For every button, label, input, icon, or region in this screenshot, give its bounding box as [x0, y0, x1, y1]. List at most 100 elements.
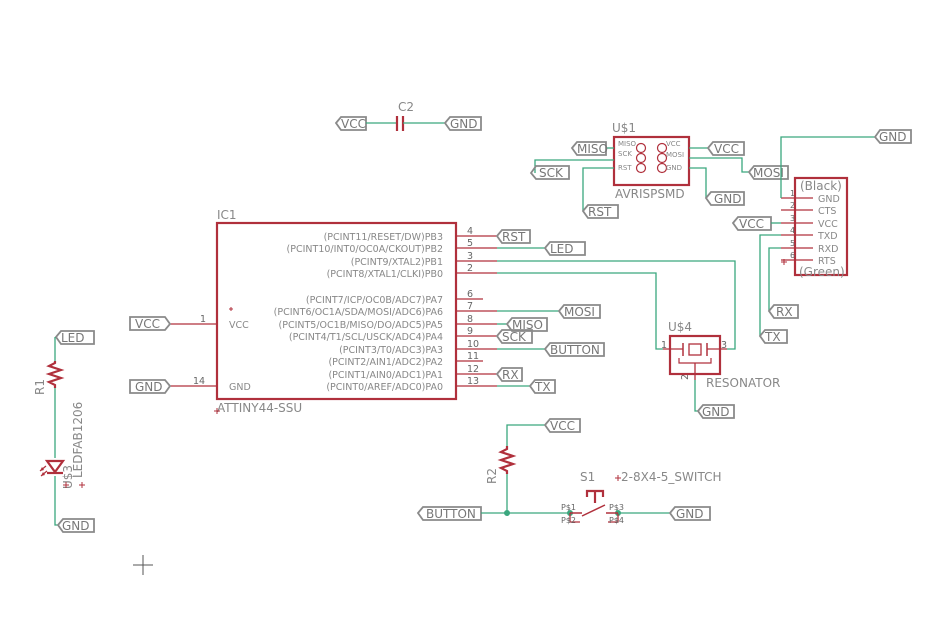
svg-text:GND: GND	[676, 507, 704, 521]
resonator-us4[interactable]: U$4 RESONATOR 1 3 2	[661, 320, 780, 390]
svg-text:4: 4	[790, 226, 795, 235]
ic1-value: ATTINY44-SSU	[217, 401, 302, 415]
net-label-sck-ic1[interactable]: SCK	[495, 329, 533, 344]
us1-value: AVRISPSMD	[615, 187, 685, 201]
svg-text:GND: GND	[62, 519, 90, 533]
ic1-pin-num-14: 14	[193, 376, 205, 387]
svg-text:RX: RX	[502, 368, 519, 382]
r2-ref: R2	[485, 468, 499, 484]
svg-text:RST: RST	[618, 164, 632, 172]
switch-s1[interactable]: S1 2-8X4-5_SWITCH P$1 P$2 P$3 P$4	[561, 470, 721, 525]
us4-value: RESONATOR	[706, 376, 780, 390]
us4-pin-num-2: 2	[680, 374, 691, 380]
net-label-button-s1[interactable]: BUTTON	[416, 506, 482, 521]
net-label-gnd-ftdi[interactable]: GND	[873, 129, 912, 144]
svg-text:VCC: VCC	[818, 219, 838, 230]
ic1-attiny44[interactable]: IC1 ATTINY44-SSU VCC GND 1 14 (PCINT11/R…	[170, 208, 497, 415]
capacitor-c2[interactable]: VCC GND C2	[334, 100, 482, 131]
ic1-pin-num: 9	[467, 326, 473, 337]
ic1-ref: IC1	[217, 208, 237, 222]
svg-text:GND: GND	[666, 164, 682, 172]
ic1-pin-name: (PCINT8/XTAL1/CLKI)PB0	[327, 269, 443, 280]
net-label-tx-ftdi[interactable]: TX	[758, 329, 788, 344]
net-label-led-r1[interactable]: LED	[54, 330, 95, 345]
svg-text:P$4: P$4	[609, 516, 624, 525]
ic1-pin-name: (PCINT2/AIN1/ADC2)PA2	[328, 357, 443, 368]
ic1-pin-name: (PCINT10/INT0/OC0A/CKOUT)PB2	[287, 244, 443, 255]
net-label-miso-us1[interactable]: MISO	[570, 141, 608, 156]
svg-text:GND: GND	[702, 405, 730, 419]
svg-text:MISO: MISO	[618, 140, 637, 148]
net-label-gnd-led[interactable]: GND	[56, 518, 95, 533]
svg-text:P$3: P$3	[609, 503, 624, 512]
net-label-gnd-s1[interactable]: GND	[668, 506, 711, 521]
s1-ref: S1	[580, 470, 595, 484]
svg-text:3: 3	[790, 214, 795, 223]
net-label-sck-us1[interactable]: SCK	[529, 165, 570, 180]
svg-text:RXD: RXD	[818, 244, 838, 255]
net-label-rx-ftdi[interactable]: RX	[767, 304, 799, 319]
ic1-pin-num: 7	[467, 301, 473, 312]
resistor-r1[interactable]: R1	[33, 361, 65, 395]
net-label-vcc-us1[interactable]: VCC	[706, 141, 745, 156]
net-label-button-ic1[interactable]: BUTTON	[543, 342, 605, 357]
net-label-mosi-ic1[interactable]: MOSI	[557, 304, 601, 319]
net-label-gnd-ic1[interactable]: GND	[129, 379, 172, 394]
net-label-vcc-ftdi[interactable]: VCC	[731, 216, 772, 231]
ic1-pin-vcc: VCC	[229, 320, 249, 331]
ic1-pin-name: (PCINT11/RESET/DW)PB3	[324, 232, 443, 243]
svg-text:VCC: VCC	[714, 142, 739, 156]
isp-header-us1[interactable]: U$1 AVRISPSMD MISO SCK RST VCC MOSI GND	[612, 121, 691, 201]
ic1-pin-name: (PCINT9/XTAL2)PB1	[351, 257, 443, 268]
svg-text:MOSI: MOSI	[753, 166, 784, 180]
svg-text:2: 2	[790, 201, 795, 210]
net-label-mosi-us1[interactable]: MOSI	[747, 165, 789, 180]
ftdi-label-green: (Green)	[799, 265, 845, 279]
svg-text:GND: GND	[879, 130, 907, 144]
svg-text:VCC: VCC	[550, 419, 575, 433]
us3-ref: U$3	[61, 465, 75, 489]
svg-text:GND: GND	[135, 380, 163, 394]
ftdi-header[interactable]: (Black) (Green) 1 2 3 4 5 6 GND CTS VCC …	[781, 176, 849, 279]
ic1-pin-num: 12	[467, 364, 479, 375]
ic1-pin-num: 10	[467, 339, 479, 350]
svg-text:RST: RST	[502, 230, 526, 244]
net-label-led-ic1[interactable]: LED	[543, 241, 586, 256]
svg-text:5: 5	[790, 239, 795, 248]
ic1-pin-num: 3	[467, 251, 473, 262]
ic1-pin-num-1: 1	[200, 314, 206, 325]
resistor-r2[interactable]: R2	[485, 446, 517, 484]
crosshair-cursor-icon	[133, 555, 153, 575]
net-label-rx-ic1[interactable]: RX	[495, 367, 523, 382]
svg-text:TX: TX	[764, 330, 781, 344]
us3-value: LEDFAB1206	[71, 402, 85, 478]
svg-text:BUTTON: BUTTON	[426, 507, 476, 521]
ic1-pin-name: (PCINT1/AIN0/ADC1)PA1	[328, 370, 443, 381]
net-label-gnd-us4[interactable]: GND	[696, 404, 735, 419]
svg-text:VCC: VCC	[666, 140, 681, 148]
ic1-pin-num: 6	[467, 289, 473, 300]
net-label-vcc-r2[interactable]: VCC	[543, 418, 581, 433]
svg-text:TXD: TXD	[817, 231, 838, 242]
led-us3[interactable]: U$3 LEDFAB1206	[39, 402, 85, 489]
net-label-rst-ic1[interactable]: RST	[495, 229, 531, 244]
svg-text:VCC: VCC	[739, 217, 764, 231]
ic1-pin-name: (PCINT3/T0/ADC3)PA3	[339, 345, 443, 356]
svg-text:SCK: SCK	[618, 150, 632, 158]
net-label-rst-us1[interactable]: RST	[581, 204, 619, 219]
net-label-tx-ic1[interactable]: TX	[528, 379, 556, 394]
svg-text:P$2: P$2	[561, 516, 576, 525]
ic1-pin-num: 2	[467, 263, 473, 274]
svg-text:P$1: P$1	[561, 503, 576, 512]
svg-text:LED: LED	[61, 331, 85, 345]
net-label-vcc-c2: VCC	[341, 117, 366, 131]
net-label-vcc-ic1[interactable]: VCC	[129, 316, 172, 331]
svg-text:1: 1	[790, 189, 795, 198]
net-label-gnd-us1[interactable]: GND	[704, 191, 745, 206]
ftdi-label-black: (Black)	[800, 179, 842, 193]
svg-text:VCC: VCC	[135, 317, 160, 331]
svg-text:BUTTON: BUTTON	[550, 343, 600, 357]
ic1-pin-num: 4	[467, 226, 473, 237]
svg-text:LED: LED	[550, 242, 574, 256]
